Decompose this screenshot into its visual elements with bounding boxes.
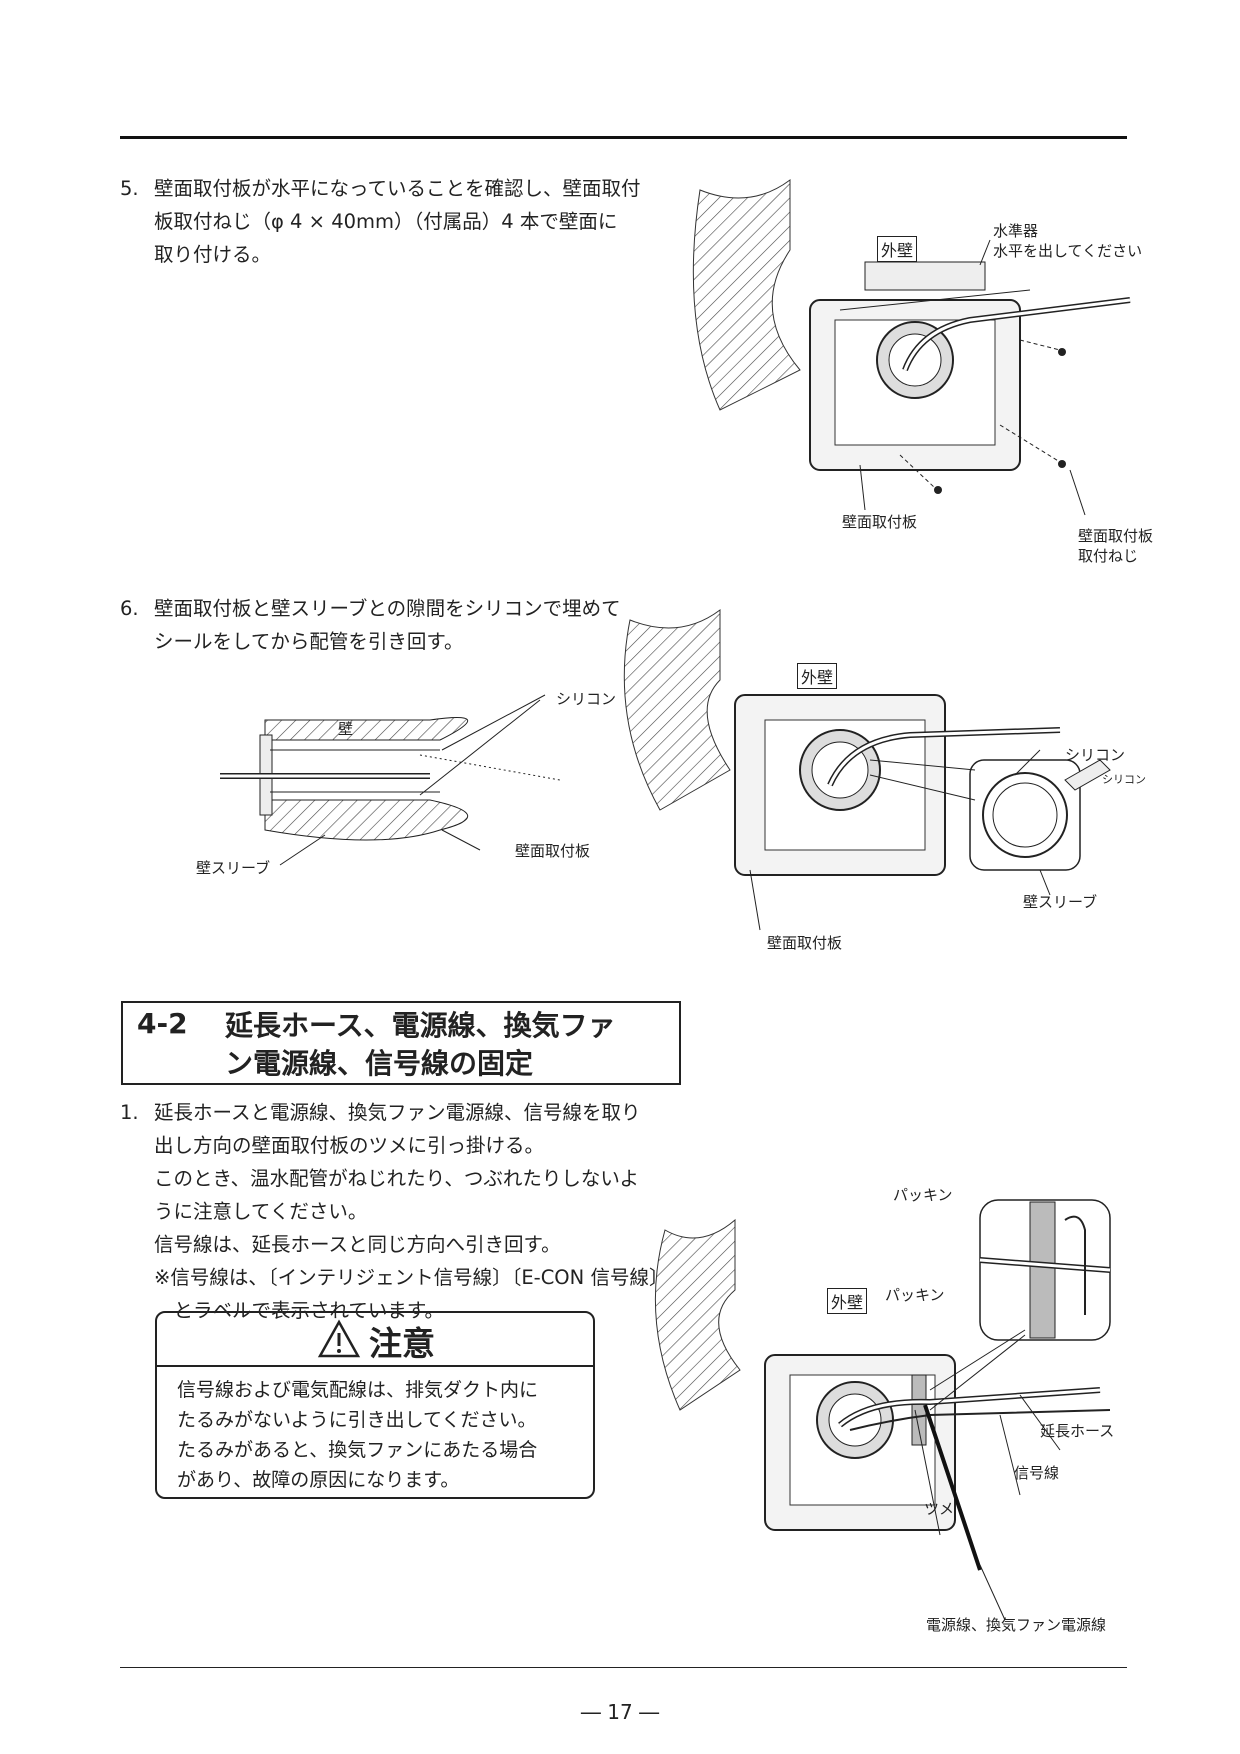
wall-label: 壁	[338, 720, 354, 738]
top-rule	[120, 136, 1127, 139]
screw-label: 壁面取付板	[1078, 527, 1154, 545]
sleeve-cross-section-illustration	[220, 694, 561, 866]
signal-line-label: 信号線	[1014, 1464, 1060, 1482]
section-heading: 4-2 延長ホース、電源線、換気ファ ン電源線、信号線の固定	[121, 1001, 681, 1085]
step-number: 6.	[120, 597, 139, 620]
step-text: 取り付ける。	[154, 243, 272, 266]
wall-plate-label: 壁面取付板	[842, 513, 918, 531]
section-number: 4-2	[137, 1007, 188, 1040]
caution-text: があり、故障の原因になります。	[177, 1469, 460, 1491]
claw-label: ツメ	[924, 1500, 955, 1518]
wall-plate-label: 壁面取付板	[515, 842, 591, 860]
caution-text: 信号線および電気配線は、排気ダクト内に	[177, 1379, 539, 1401]
screw-label: 取付ねじ	[1078, 547, 1139, 565]
sleeve-label: 壁スリーブ	[1023, 893, 1098, 911]
caution-title: 注意	[369, 1324, 435, 1363]
wall-plate-label: 壁面取付板	[767, 934, 843, 952]
section-title: 延長ホース、電源線、換気ファ	[225, 1009, 616, 1042]
page-number: ― 17 ―	[580, 1700, 660, 1724]
step-text: 信号線は、延長ホースと同じ方向へ引き回す。	[154, 1233, 561, 1256]
caution-header: 注意	[157, 1313, 593, 1367]
level-note-label: 水平を出してください	[993, 242, 1143, 260]
bottom-rule	[120, 1667, 1127, 1668]
step-text: このとき、温水配管がねじれたり、つぶれたりしないよ	[154, 1167, 639, 1190]
sleeve-label: 壁スリーブ	[196, 859, 271, 877]
section-title: ン電源線、信号線の固定	[225, 1047, 534, 1080]
step-text: ※信号線は、〔インテリジェント信号線〕〔E-CON 信号線〕	[154, 1266, 669, 1289]
step-number: 1.	[120, 1101, 139, 1124]
level-label: 水準器	[993, 222, 1039, 240]
outer-wall-label: 外壁	[827, 1288, 868, 1314]
step-text: 壁面取付板が水平になっていることを確認し、壁面取付	[154, 177, 641, 200]
step-text: 出し方向の壁面取付板のツメに引っ掛ける。	[154, 1134, 545, 1157]
step-text: とラベルで表示されています。	[154, 1299, 444, 1322]
extension-hose-label: 延長ホース	[1040, 1422, 1115, 1440]
cable-routing-illustration	[654, 1199, 1111, 1621]
outer-wall-label: 外壁	[797, 663, 838, 689]
step-text: うに注意してください。	[154, 1200, 368, 1223]
step-number: 5.	[120, 177, 139, 200]
outer-wall-label: 外壁	[877, 236, 918, 262]
wall-plate-level-illustration	[692, 179, 1131, 516]
caution-box: 注意 信号線および電気配線は、排気ダクト内に たるみがないように引き出してくださ…	[155, 1311, 595, 1499]
step-text: 延長ホースと電源線、換気ファン電源線、信号線を取り	[154, 1101, 641, 1124]
packing-label: パッキン	[885, 1286, 945, 1304]
caution-text: たるみがあると、換気ファンにあたる場合	[177, 1439, 538, 1461]
packing-top-label: パッキン	[893, 1186, 953, 1204]
power-line-label: 電源線、換気ファン電源線	[926, 1616, 1107, 1634]
step-text: 板取付ねじ（φ 4 × 40mm）（付属品）4 本で壁面に	[154, 210, 618, 233]
silicon-label: シリコン	[1065, 746, 1126, 764]
caution-text: たるみがないように引き出してください。	[177, 1409, 537, 1431]
step-text: 壁面取付板と壁スリーブとの隙間をシリコンで埋めて	[154, 597, 621, 620]
step-text: シールをしてから配管を引き回す。	[154, 630, 464, 653]
silicon-label: シリコン	[556, 690, 617, 708]
silicon-tube-label: シリコン	[1102, 773, 1146, 786]
silicone-sealing-illustration	[623, 609, 1111, 931]
warning-triangle-icon	[317, 1319, 361, 1358]
